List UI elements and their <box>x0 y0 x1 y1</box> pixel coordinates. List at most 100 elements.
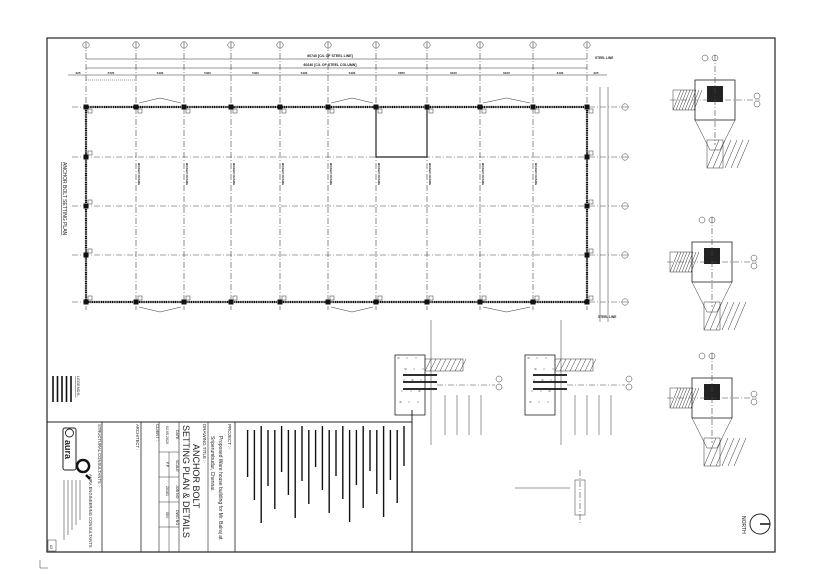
footing-outline <box>694 119 736 151</box>
frame-label: BOXED FRAME <box>137 163 141 185</box>
dimension-value: 5400 <box>349 71 356 75</box>
grid-bubble <box>276 41 284 49</box>
hatch <box>709 437 723 467</box>
opening-marker <box>482 97 531 104</box>
concrete-dot <box>545 357 547 359</box>
dimension-value: 6100 <box>450 71 457 75</box>
steel-column <box>181 299 187 305</box>
anchor-bolt-details <box>394 54 761 525</box>
frame-label: BOXED FRAME <box>281 163 285 185</box>
hatch <box>449 358 457 372</box>
steel-column <box>584 299 590 305</box>
footing <box>706 139 724 169</box>
hatch <box>454 358 462 372</box>
hatch <box>569 358 577 372</box>
steel-column <box>181 104 187 110</box>
hatch <box>703 301 717 331</box>
project-label: PROJECT :- <box>227 424 232 449</box>
hatch <box>672 251 682 273</box>
dimension-value: 5720 <box>108 71 115 75</box>
grid-bubble <box>753 100 761 108</box>
hatch <box>672 89 682 111</box>
north-arrow: NORTH <box>740 513 771 535</box>
client-label: CLIENT : <box>155 424 160 441</box>
section-detail <box>670 54 761 169</box>
hatch <box>439 358 447 372</box>
table-value-date: 02.05.2020 <box>165 426 169 444</box>
dimension-value: 225 <box>593 71 598 75</box>
hatch <box>589 358 597 372</box>
plan-title: ANCHOR BOLT SETTING PLAN <box>61 162 67 236</box>
frame-label: BOXED FRAME <box>377 163 381 185</box>
logo-q-icon <box>75 458 91 480</box>
anchor-bolt-tag <box>137 295 143 301</box>
opening-marker <box>138 97 182 104</box>
frame-label: BOXED FRAME <box>428 163 432 185</box>
consultants-label: STRUCTURAL CONSULTANTS :- <box>97 424 102 488</box>
hatch <box>718 139 732 169</box>
concrete-dot <box>420 379 422 381</box>
hatch <box>715 437 729 467</box>
concrete-dot <box>528 357 530 359</box>
table-value-job-no: 20161 <box>165 486 169 496</box>
title-block <box>47 410 413 552</box>
anchor-bolt-tag <box>588 295 594 301</box>
grid-bubble <box>750 390 758 398</box>
hatch <box>584 358 592 372</box>
anchor-bolt-tag <box>137 108 143 114</box>
grid-bubble <box>476 41 484 49</box>
grid-bubble <box>621 202 629 210</box>
steel-column <box>277 104 283 110</box>
steel-column <box>584 252 590 258</box>
dimension-value: 5400 <box>204 71 211 75</box>
anchor-bolt-tag <box>428 295 434 301</box>
concrete-dot <box>529 401 531 403</box>
concrete-dot <box>398 357 400 359</box>
concrete-dot <box>540 390 542 392</box>
hatch <box>459 358 467 372</box>
drawing-title-line-1: ANCHOR BOLT <box>191 444 201 509</box>
opening-marker <box>330 97 374 104</box>
dimension-value: 5400 <box>252 71 259 75</box>
project-line-2: Sriperumbudur, Chennai. <box>209 436 215 492</box>
anchor-bolt-tag <box>428 108 434 114</box>
concrete-dot <box>405 368 407 370</box>
anchor-bolt-tag <box>281 295 287 301</box>
grid-bubble <box>495 383 503 391</box>
frame-label: BOXED FRAME <box>185 163 189 185</box>
grid-bubble <box>708 216 716 224</box>
crop-mark <box>39 560 48 569</box>
hatch <box>706 139 720 169</box>
hatch <box>733 437 747 467</box>
dimension-value: 5400 <box>301 71 308 75</box>
hatch <box>727 437 741 467</box>
hatch <box>712 139 726 169</box>
anchor-bolt-tag <box>588 199 594 205</box>
anchor-bolt-tag <box>481 108 487 114</box>
concrete-dot <box>419 390 421 392</box>
concrete-dot <box>415 357 417 359</box>
concrete-dot <box>550 379 552 381</box>
anchor-bolt-tag <box>232 108 238 114</box>
grid-bubble <box>625 383 633 391</box>
grid-bubble <box>495 375 503 383</box>
steel-column <box>424 104 430 110</box>
grid-bubble <box>750 254 758 262</box>
steel-column <box>424 299 430 305</box>
hatch <box>554 358 562 372</box>
grid-bubble <box>698 216 706 224</box>
concrete-dot <box>531 390 533 392</box>
sheet-border <box>46 37 776 553</box>
consultant-name: AURA ENGINEERING CONSULTANTS <box>88 474 93 548</box>
drawing-title-label: DRAWING TITLE :- <box>202 424 207 464</box>
concrete-dot <box>527 357 529 359</box>
section-detail <box>667 352 758 467</box>
concrete-dot <box>404 368 406 370</box>
legend-label: LEGENDS:- <box>76 376 81 398</box>
anchor-bolt-tag <box>588 248 594 254</box>
overall-dim-steel-column: 60240 [C/L OF STEEL COLUMN] <box>304 63 357 67</box>
steel-column <box>277 299 283 305</box>
anchor-bolt-tag <box>534 295 540 301</box>
architect-label: ARCHITECT : <box>135 424 140 450</box>
concrete-dot <box>534 368 536 370</box>
